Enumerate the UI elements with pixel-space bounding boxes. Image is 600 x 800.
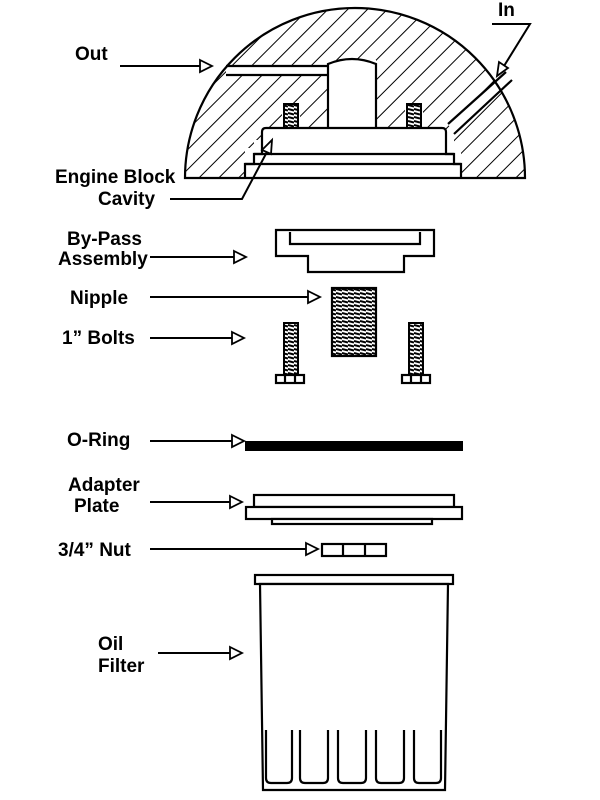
label-engine-block-cavity-2: Cavity xyxy=(98,189,155,210)
arrow-nipple xyxy=(150,289,323,305)
label-oil-filter-1: Oil xyxy=(98,634,123,655)
arrow-nut xyxy=(150,541,321,557)
label-engine-block-cavity-1: Engine Block xyxy=(55,167,176,188)
arrow-oring xyxy=(150,433,247,449)
label-nut: 3/4” Nut xyxy=(58,540,132,561)
label-nipple: Nipple xyxy=(70,288,128,309)
label-oil-filter-2: Filter xyxy=(98,656,145,677)
label-bolts: 1” Bolts xyxy=(62,328,135,349)
label-oring: O-Ring xyxy=(67,430,130,451)
arrow-engine-block-cavity xyxy=(170,137,274,200)
engine-block xyxy=(183,6,527,180)
arrow-in xyxy=(492,23,532,78)
label-bypass-2: Assembly xyxy=(58,249,148,270)
bypass-assembly xyxy=(274,228,436,274)
arrow-oil-filter xyxy=(158,645,245,661)
arrow-out xyxy=(120,58,215,74)
label-bypass-1: By-Pass xyxy=(67,229,142,250)
bolt-left xyxy=(274,322,306,385)
oil-filter xyxy=(253,573,455,792)
adapter-plate xyxy=(244,493,464,526)
nut xyxy=(320,542,388,558)
arrow-bypass xyxy=(150,249,249,265)
bolt-right xyxy=(400,322,432,385)
arrow-bolts xyxy=(150,330,247,346)
label-adapter-1: Adapter xyxy=(68,475,140,496)
arrow-adapter xyxy=(150,494,245,510)
label-in: In xyxy=(498,0,515,21)
label-adapter-2: Plate xyxy=(74,496,119,517)
o-ring xyxy=(245,441,463,451)
label-out: Out xyxy=(75,44,108,65)
nipple xyxy=(330,286,378,358)
